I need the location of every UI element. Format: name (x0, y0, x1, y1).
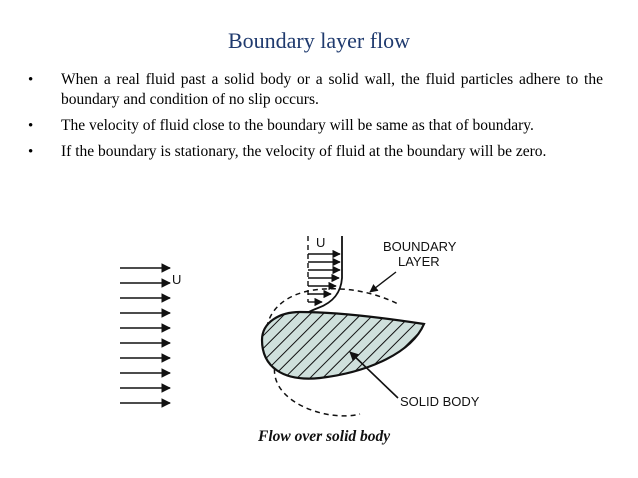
figure-caption: Flow over solid body (258, 428, 391, 445)
solid-body-label: SOLID BODY (400, 394, 480, 409)
bullet-text: When a real fluid past a solid body or a… (61, 71, 603, 108)
bullet-item: • When a real fluid past a solid body or… (28, 70, 603, 110)
bullet-marker: • (28, 118, 34, 134)
velocity-profile-arrows (308, 249, 341, 307)
page-title: Boundary layer flow (227, 28, 411, 53)
profile-velocity-label: U (316, 235, 325, 250)
bullet-text: The velocity of fluid close to the bound… (61, 117, 534, 134)
bullet-marker: • (28, 144, 34, 160)
solid-body-pointer (349, 351, 399, 399)
free-stream-arrows (120, 263, 171, 408)
solid-body-shape (260, 310, 426, 380)
boundary-layer-label-line1: BOUNDARY (383, 239, 457, 254)
boundary-layer-outline (265, 288, 399, 417)
bullet-item: • If the boundary is stationary, the vel… (28, 142, 603, 162)
bullet-text: If the boundary is stationary, the veloc… (61, 143, 547, 160)
free-stream-label: U (172, 272, 181, 287)
boundary-layer-label-line2: LAYER (398, 254, 440, 269)
bullet-marker: • (28, 72, 34, 88)
bullet-item: • The velocity of fluid close to the bou… (28, 116, 603, 136)
boundary-layer-pointer (369, 271, 397, 293)
bullet-list: • When a real fluid past a solid body or… (28, 70, 603, 168)
